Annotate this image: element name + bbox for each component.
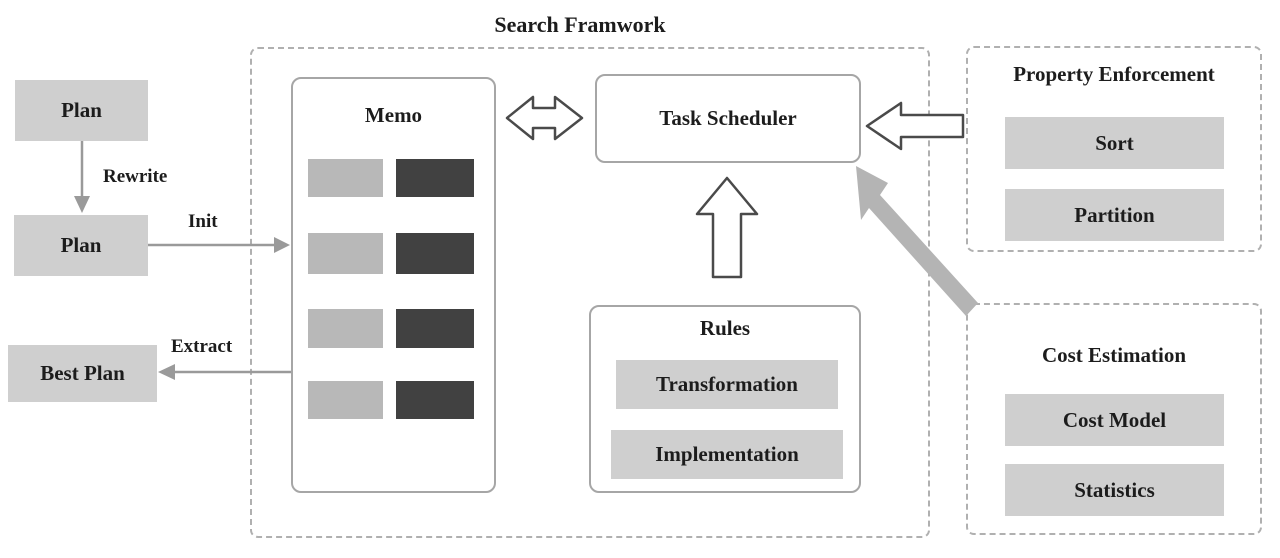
task-scheduler-title: Task Scheduler	[659, 106, 797, 130]
property-enforcement-title: Property Enforcement	[1013, 62, 1215, 86]
memo-cell-dark	[396, 309, 474, 348]
task-scheduler-panel[interactable]	[595, 74, 861, 163]
memo-cell-dark	[396, 381, 474, 419]
memo-cell-light	[308, 159, 383, 197]
cost-estimation-container	[966, 303, 1262, 535]
memo-cell-light	[308, 309, 383, 348]
edge-label-init: Init	[188, 211, 218, 232]
memo-cell-light	[308, 233, 383, 274]
cost-estimation-item-statistics[interactable]: Statistics	[1005, 464, 1224, 516]
rules-item-transformation[interactable]: Transformation	[616, 360, 838, 409]
diagram-title: Search Framwork	[494, 12, 666, 37]
best-plan-box[interactable]: Best Plan	[8, 345, 157, 402]
memo-panel[interactable]	[291, 77, 496, 493]
memo-cell-light	[308, 381, 383, 419]
cost-estimation-title: Cost Estimation	[1041, 343, 1187, 367]
edge-label-rewrite: Rewrite	[103, 166, 168, 187]
rules-title: Rules	[699, 316, 751, 340]
plan-box-bottom[interactable]: Plan	[14, 215, 148, 276]
property-enforcement-container	[966, 46, 1262, 252]
property-enforcement-item-partition[interactable]: Partition	[1005, 189, 1224, 241]
cost-estimation-item-cost-model[interactable]: Cost Model	[1005, 394, 1224, 446]
edge-label-extract: Extract	[171, 336, 233, 357]
property-enforcement-item-sort[interactable]: Sort	[1005, 117, 1224, 169]
memo-title: Memo	[364, 103, 423, 127]
memo-cell-dark	[396, 233, 474, 274]
rules-item-implementation[interactable]: Implementation	[611, 430, 843, 479]
plan-box-top[interactable]: Plan	[15, 80, 148, 141]
memo-cell-dark	[396, 159, 474, 197]
arrow-rewrite-icon	[74, 141, 90, 213]
